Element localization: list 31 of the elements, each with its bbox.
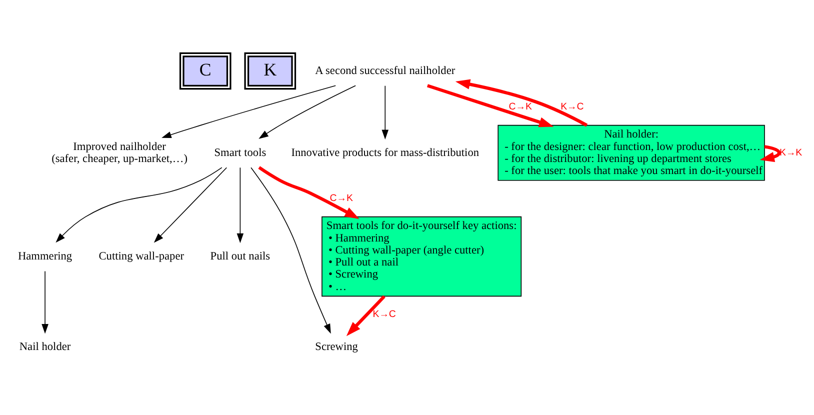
- node-box: C: [179, 52, 232, 90]
- node-box: Nail holder: - for the designer: clear function, low production cost,… - for the distributor: livening up department stores - for the user: tools that make you smart in do-it-yourself: [498, 124, 765, 181]
- arrow: [42, 270, 48, 334]
- node-text: Innovative products for mass-distribution: [291, 146, 480, 159]
- edge-label: K→C: [560, 102, 584, 113]
- arrow: [382, 85, 389, 140]
- node-text: Screwing: [315, 341, 358, 354]
- arrow: [258, 166, 360, 220]
- edge-label: C→K: [508, 102, 532, 113]
- arrow: [250, 167, 331, 334]
- edge-label: C→K: [330, 193, 353, 204]
- arrow: [426, 84, 554, 128]
- arrow: [455, 79, 588, 127]
- arrow: [346, 295, 386, 336]
- arrow: [258, 85, 356, 139]
- arrow: [154, 167, 228, 243]
- arrow: [236, 167, 244, 244]
- node-text: Nail holder: [19, 341, 71, 354]
- edge-label: K→C: [372, 308, 396, 320]
- edge-label: K→K: [780, 147, 802, 158]
- node-box: K: [244, 52, 296, 90]
- node-text: Smart tools: [214, 146, 266, 159]
- node-text: Improved nailholder (safer, cheaper, up-market,…): [52, 140, 188, 165]
- arrow: [162, 85, 336, 138]
- node-text: Hammering: [18, 250, 72, 262]
- node-text: Cutting wall-paper: [98, 250, 184, 262]
- arrow: [56, 167, 222, 243]
- node-text: A second successful nailholder: [315, 65, 456, 78]
- arrow: [760, 145, 781, 162]
- node-text: Pull out nails: [210, 250, 270, 262]
- node-box: Smart tools for do-it-yourself key actions: • Hammering • Cutting wall-paper (angle cutter) • Pull out a nail • Screwing • …: [322, 216, 522, 297]
